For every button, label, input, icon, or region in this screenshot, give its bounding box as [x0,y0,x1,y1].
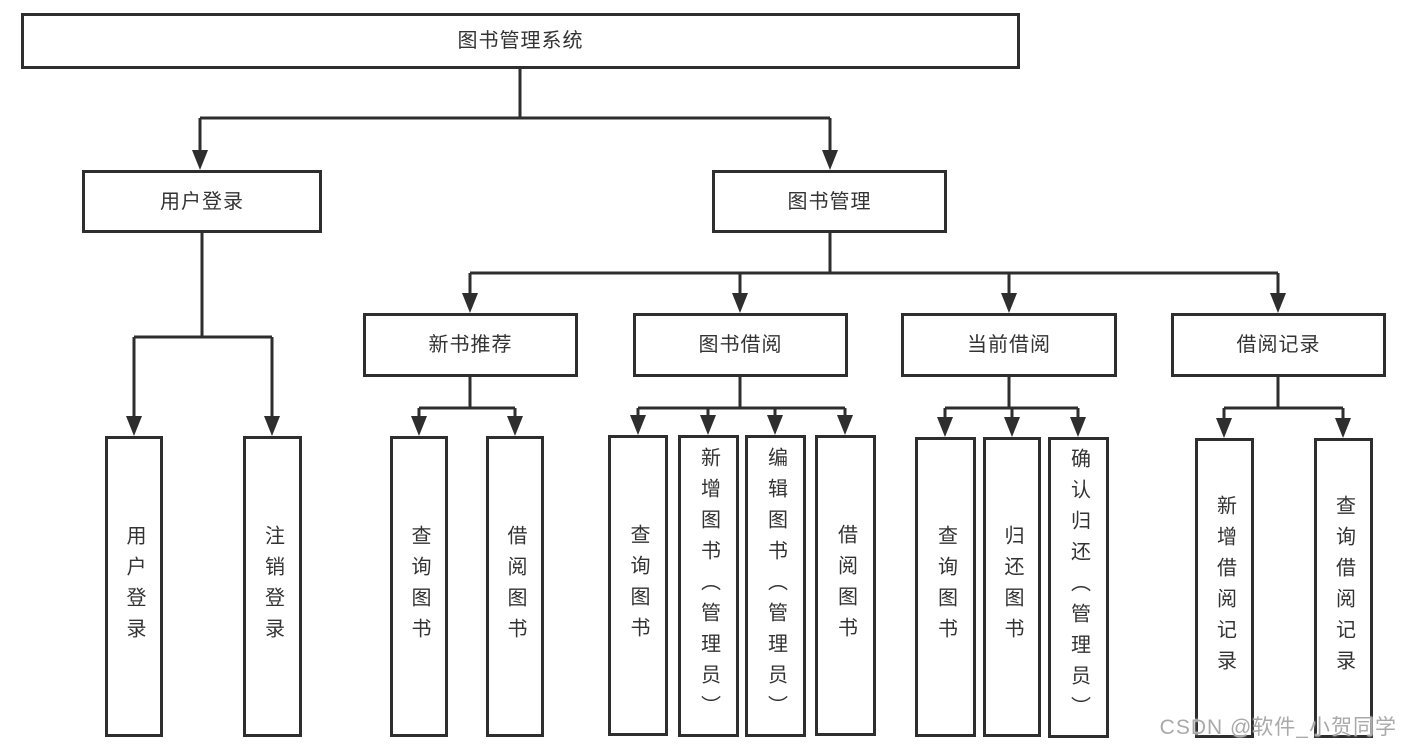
csdn-watermark: CSDN @软件_小贺同学 [1159,716,1397,739]
leaf-recommend-query-books: 查询图书 [390,436,448,737]
leaf-current-confirm-return-admin: 确认归还（管理员） [1048,437,1109,738]
leaf-current-return-books: 归还图书 [983,437,1041,737]
node-user-login: 用户登录 [82,170,322,233]
node-label: 查询图书 [408,524,430,649]
node-label: 图书借阅 [698,334,783,356]
node-label: 注销登录 [261,524,284,649]
node-label: 新增图书（管理员） [697,446,720,726]
node-label: 编辑图书（管理员） [764,446,787,726]
node-label: 查询图书 [934,525,957,649]
leaf-recommend-borrow-books: 借阅图书 [486,436,544,737]
leaf-records-query-borrow-record: 查询借阅记录 [1314,438,1373,738]
leaf-user-login: 用户登录 [105,436,163,737]
leaf-borrowing-query-books: 查询图书 [608,435,668,736]
node-current-borrowing: 当前借阅 [901,313,1117,377]
node-book-management: 图书管理 [712,170,947,233]
leaf-borrowing-borrow-books: 借阅图书 [815,435,876,736]
node-label: 归还图书 [1001,525,1023,649]
node-label: 当前借阅 [967,334,1051,356]
node-label: 新增借阅记录 [1213,495,1236,681]
node-label: 用户登录 [160,190,244,213]
leaf-records-add-borrow-record: 新增借阅记录 [1195,438,1254,738]
leaf-borrowing-edit-books-admin: 编辑图书（管理员） [745,435,806,737]
node-label: 新书推荐 [428,334,513,356]
node-new-book-recommend: 新书推荐 [363,313,578,377]
leaf-logout: 注销登录 [243,436,302,737]
leaf-borrowing-add-books-admin: 新增图书（管理员） [678,435,739,737]
node-label: 借阅图书 [504,524,526,649]
leaf-current-query-books: 查询图书 [915,437,976,737]
node-label: 用户登录 [123,524,145,649]
node-label: 借阅记录 [1236,334,1321,356]
node-library-management-system: 图书管理系统 [21,13,1020,69]
node-borrow-records: 借阅记录 [1171,313,1386,377]
node-label: 图书管理 [787,190,872,213]
node-label: 查询图书 [627,523,649,648]
node-label: 确认归还（管理员） [1067,448,1090,727]
node-label: 图书管理系统 [457,30,584,52]
node-label: 借阅图书 [834,523,857,648]
node-book-borrowing: 图书借阅 [633,313,848,377]
node-label: 查询借阅记录 [1332,495,1355,681]
